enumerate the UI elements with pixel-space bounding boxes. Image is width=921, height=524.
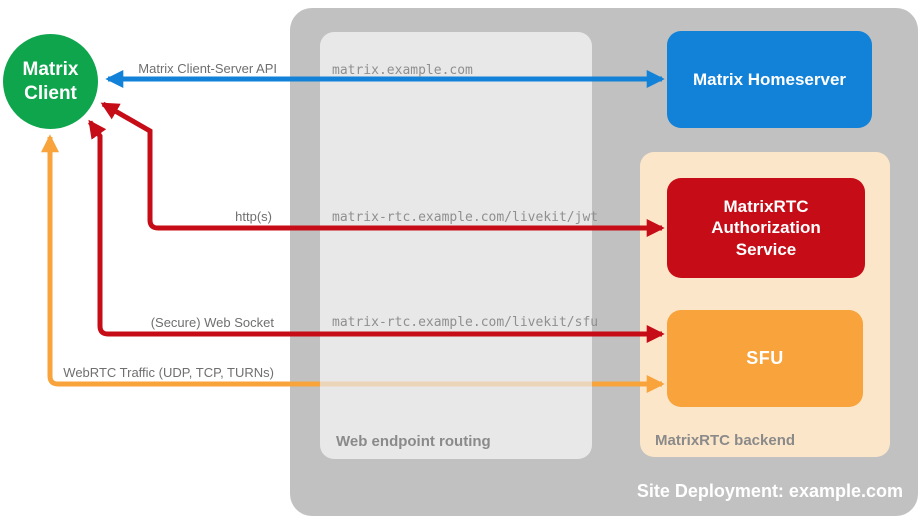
secure-web-socket-label: (Secure) Web Socket bbox=[150, 315, 274, 330]
homeserver-endpoint-url: matrix.example.com bbox=[332, 63, 473, 78]
webrtc-traffic-arrow bbox=[41, 134, 320, 387]
sfu-node: SFU bbox=[667, 310, 863, 407]
matrixrtc-authorization-service-node: MatrixRTC Authorization Service bbox=[667, 178, 865, 278]
web-endpoint-routing-label: Web endpoint routing bbox=[336, 433, 491, 450]
site-deployment-label: Site Deployment: example.com bbox=[636, 481, 903, 501]
matrix-homeserver-node: Matrix Homeserver bbox=[667, 31, 872, 128]
https-label: http(s) bbox=[235, 209, 272, 224]
sfu-endpoint-url: matrix-rtc.example.com/livekit/sfu bbox=[332, 315, 599, 330]
matrix-client-server-api-label: Matrix Client-Server API bbox=[138, 61, 277, 76]
webrtc-traffic-label: WebRTC Traffic (UDP, TCP, TURNs) bbox=[63, 365, 274, 380]
web-endpoint-routing-container: Web endpoint routing bbox=[320, 32, 592, 459]
matrix-client-node: Matrix Client bbox=[3, 34, 98, 129]
jwt-endpoint-url: matrix-rtc.example.com/livekit/jwt bbox=[332, 210, 599, 225]
matrixrtc-backend-label: MatrixRTC backend bbox=[655, 432, 796, 449]
